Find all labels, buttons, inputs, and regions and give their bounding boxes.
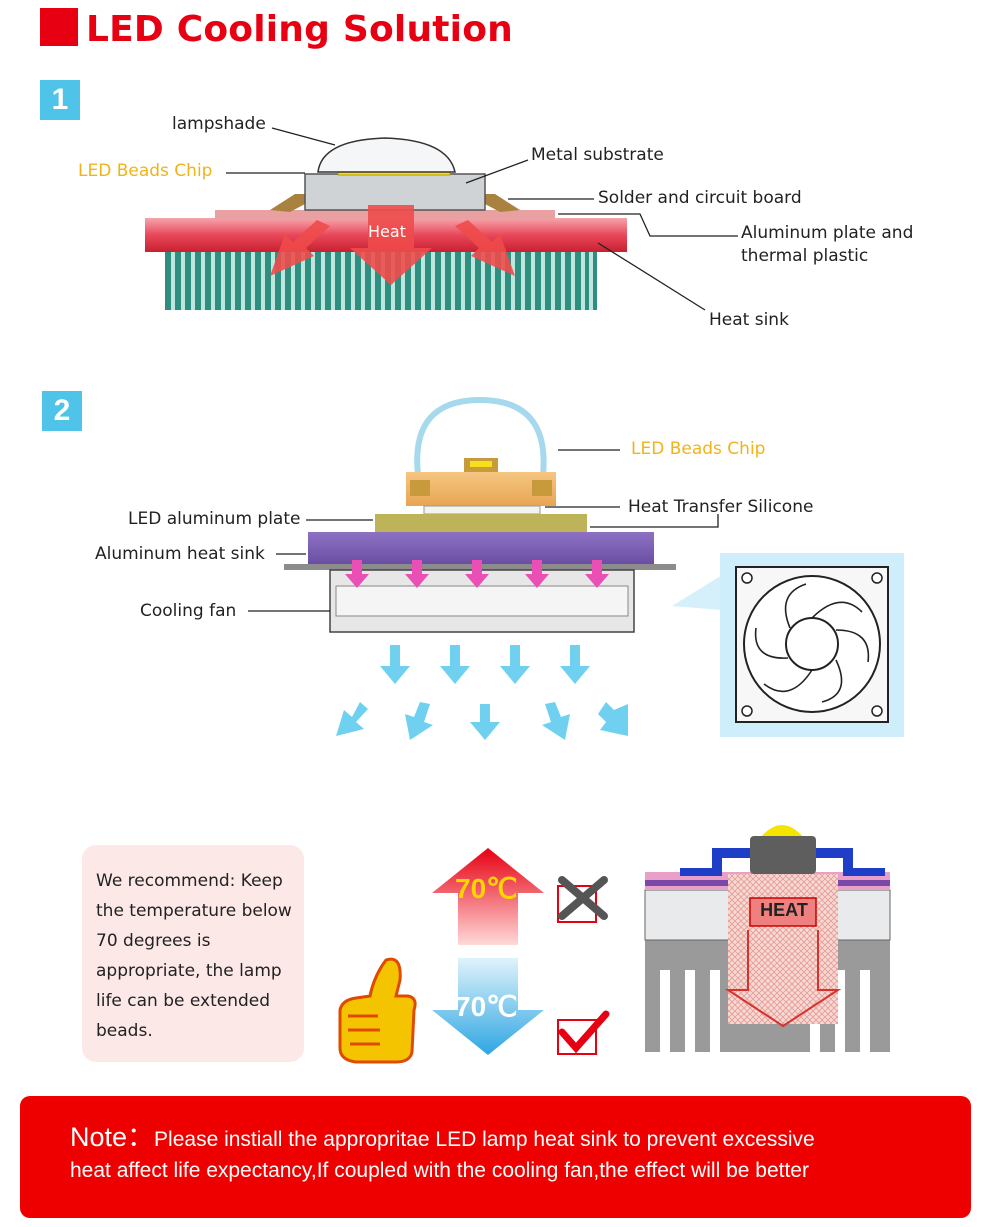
note-prefix: Note： <box>70 1122 155 1152</box>
note-line-1: Note：Please instiall the appropritae LED… <box>70 1122 960 1155</box>
aluminum-heat-sink-2 <box>308 532 654 564</box>
recommendation-box <box>82 845 304 1062</box>
fan-hub <box>785 617 839 671</box>
label-aluminum-plate-line1: Aluminum plate and <box>741 223 914 243</box>
lampshade-dome <box>317 137 456 173</box>
note-line-2: heat affect life expectancy,If coupled w… <box>70 1159 809 1182</box>
led-beads-chip-2 <box>406 472 556 506</box>
heat-arrow-left <box>270 220 330 276</box>
temp-high-label: 70℃ <box>455 873 518 904</box>
recommendation-text: We recommend: Keep the temperature below… <box>96 871 292 1041</box>
label-heat: Heat <box>368 222 406 241</box>
led-dome-2 <box>414 396 547 476</box>
step1-diagram <box>145 127 738 311</box>
heat-arrow-right <box>455 220 515 276</box>
page-title: LED Cooling Solution <box>86 9 513 50</box>
metal-substrate <box>304 173 486 211</box>
heat-label: HEAT <box>760 900 808 920</box>
label-lampshade: lampshade <box>172 114 266 134</box>
label-led-beads-chip-2: LED Beads Chip <box>631 439 766 459</box>
note-line-1-text: Please instiall the appropritae LED lamp… <box>154 1128 815 1151</box>
label-heat-transfer-silicone: Heat Transfer Silicone <box>628 497 814 517</box>
temperature-indicators <box>338 848 610 1064</box>
note-text: Note：Please instiall the appropritae LED… <box>70 1122 960 1186</box>
label-aluminum-plate-line2: thermal plastic <box>741 246 869 266</box>
label-aluminum-heat-sink: Aluminum heat sink <box>95 544 265 564</box>
step-1-badge: 1 <box>40 80 80 120</box>
led-package <box>750 836 816 874</box>
note-banner <box>20 1096 971 1218</box>
pink-heat-arrows <box>345 560 609 588</box>
heat-label-box <box>749 897 817 927</box>
temp-down-arrow <box>432 958 544 1055</box>
check-box <box>557 1019 597 1055</box>
thumbs-up-icon <box>338 957 417 1064</box>
fan-callout-pointer <box>672 575 722 610</box>
label-cooling-fan: Cooling fan <box>140 601 237 621</box>
cross-icon <box>558 876 608 920</box>
heat-arrow-down <box>350 205 432 285</box>
temp-up-arrow <box>432 848 544 945</box>
airflow-arrows <box>336 645 628 740</box>
fan-blades <box>754 583 870 703</box>
label-solder-circuit-board: Solder and circuit board <box>598 188 802 208</box>
temp-low-label: 70℃ <box>455 991 518 1022</box>
heatsink-cross-section <box>644 825 891 1052</box>
led-aluminum-plate <box>375 514 587 532</box>
step-2-badge: 2 <box>42 391 82 431</box>
check-icon <box>558 1010 610 1054</box>
heat-transfer-silicone <box>423 505 541 515</box>
label-led-beads-chip-1: LED Beads Chip <box>78 161 213 181</box>
label-led-aluminum-plate: LED aluminum plate <box>128 509 301 529</box>
label-metal-substrate: Metal substrate <box>531 145 664 165</box>
title-marker <box>40 8 78 46</box>
label-heat-sink: Heat sink <box>709 310 789 330</box>
step2-diagram <box>248 396 904 740</box>
